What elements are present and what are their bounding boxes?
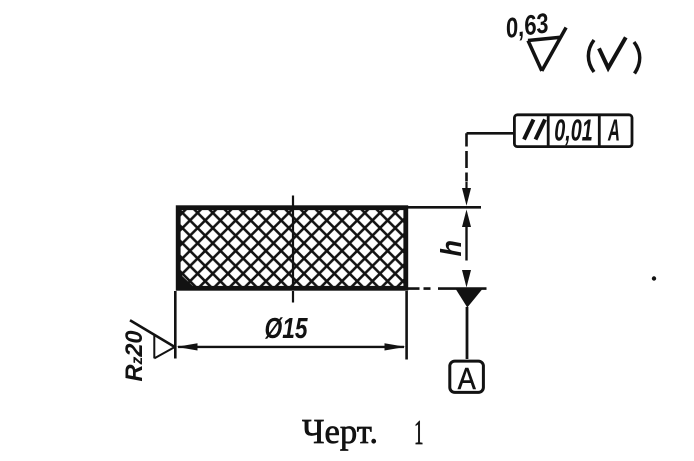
svg-text:0,01: 0,01 [554,113,593,148]
svg-text:A: A [607,113,620,148]
svg-text:Rz20: Rz20 [121,330,148,382]
svg-text:A: A [458,361,476,396]
svg-text:Ø15: Ø15 [265,313,309,345]
svg-text:Черт.: Черт. [302,412,378,451]
svg-text:1: 1 [414,413,424,452]
svg-text:h: h [436,240,468,257]
